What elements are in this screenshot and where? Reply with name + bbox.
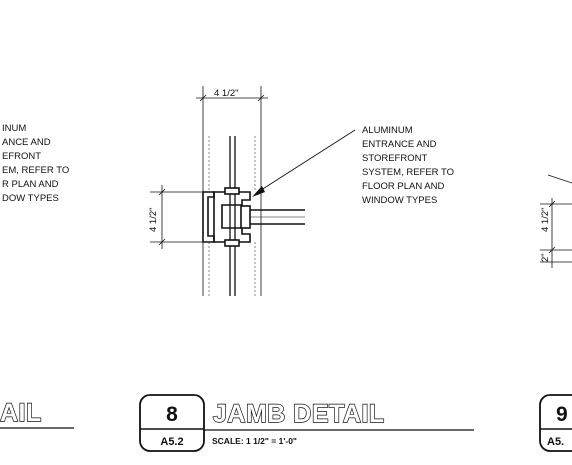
detail-scale: SCALE: 1 1/2" = 1'-0": [212, 436, 297, 446]
center-note-line: ENTRANCE AND: [362, 139, 437, 150]
left-note-line: ANCE AND: [2, 137, 51, 148]
dimension-side-text: 4 1/2": [148, 207, 159, 232]
right-detail-bubble: [539, 394, 572, 452]
dimension-side: [150, 185, 203, 249]
dimension-top: [196, 86, 268, 136]
left-note-line: INUM: [2, 123, 26, 134]
left-note-line: R PLAN AND: [2, 179, 59, 190]
wall-lines: [202, 136, 262, 296]
right-dimension-text: 4 1/2": [540, 207, 551, 232]
detail-title-block: 8 A5.2 JAMB DETAIL SCALE: 1 1/2" = 1'-0": [139, 394, 474, 452]
storefront-frame: [202, 187, 251, 247]
dimension-top-text: 4 1/2": [214, 88, 239, 99]
detail-title: JAMB DETAIL: [213, 400, 385, 428]
left-note-line: DOW TYPES: [2, 193, 59, 204]
right-sheet-reference: A5.: [547, 436, 564, 448]
leader-arrow: [252, 129, 356, 197]
left-note-line: EM, REFER TO: [2, 165, 69, 176]
detail-bubble: [139, 394, 205, 452]
center-detail: 4 1/2" 4 1/2": [139, 86, 474, 452]
center-note-line: SYSTEM, REFER TO: [362, 167, 454, 178]
right-detail: 4 1/2" 2" 9 A5.: [539, 174, 572, 452]
center-note-line: FLOOR PLAN AND: [362, 181, 444, 192]
right-detail-number: 9: [556, 403, 568, 426]
left-note-line: EFRONT: [2, 151, 41, 162]
detail-number: 8: [166, 403, 178, 426]
right-dimension-small-text: 2": [540, 253, 551, 262]
center-note-line: ALUMINUM: [362, 125, 413, 136]
glazing: [250, 209, 305, 225]
center-note-line: STOREFRONT: [362, 153, 427, 164]
left-detail: INUM ANCE AND EFRONT EM, REFER TO R PLAN…: [0, 123, 74, 429]
left-detail-title: AIL: [0, 399, 42, 427]
center-note-line: WINDOW TYPES: [362, 195, 437, 206]
sheet-reference: A5.2: [160, 436, 183, 448]
